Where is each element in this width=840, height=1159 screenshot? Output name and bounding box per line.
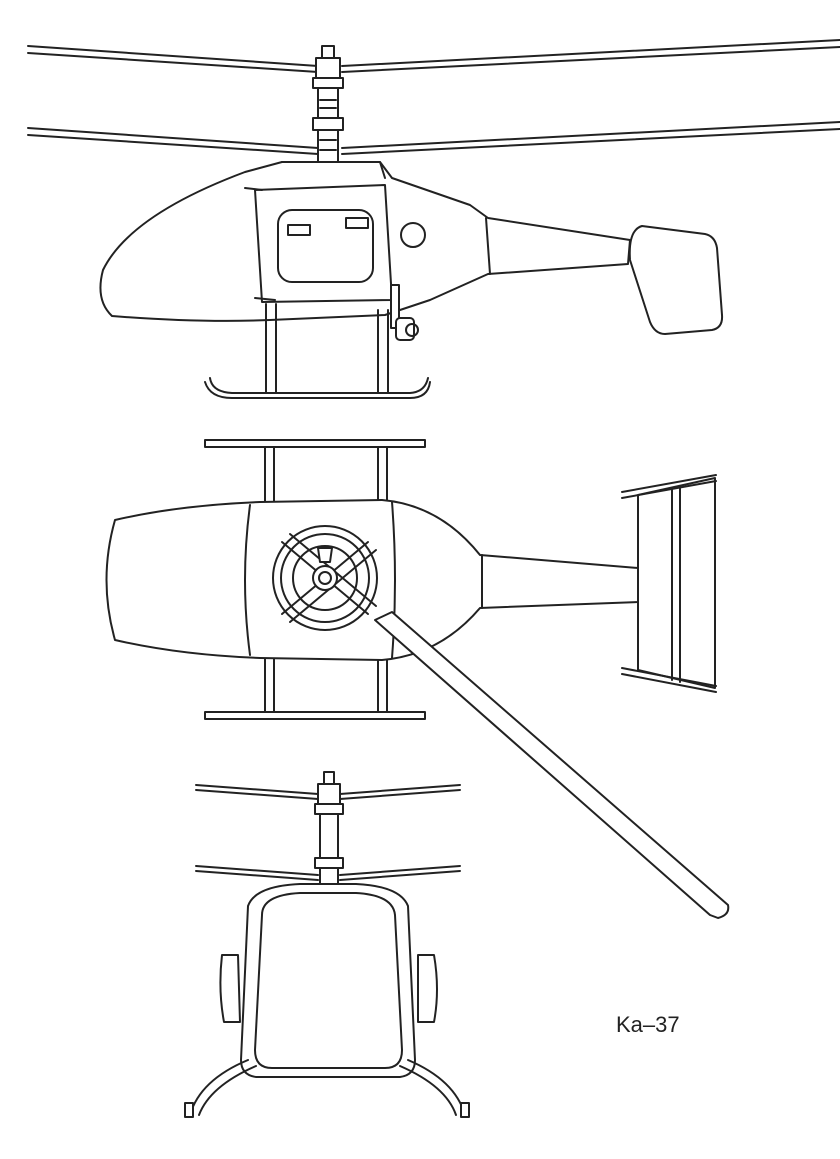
side-landing-gear: [204, 284, 431, 399]
side-tail-fin: [628, 225, 724, 335]
side-lower-rotor: [27, 121, 840, 155]
aircraft-designation-label: Ka–37: [616, 1012, 680, 1037]
front-rotor-mast: [314, 771, 344, 887]
top-view: [105, 439, 730, 919]
front-rotors: [195, 784, 461, 881]
front-skids: [184, 1059, 470, 1118]
side-view: [27, 39, 840, 399]
top-fuselage: [105, 499, 639, 661]
front-side-panels: [219, 954, 438, 1023]
top-tailplane: [621, 474, 717, 693]
side-fuselage: [99, 161, 631, 322]
side-upper-rotor: [27, 39, 840, 73]
top-rotor-hub: [272, 525, 378, 631]
front-cabin: [240, 883, 416, 1078]
side-rotor-mast: [312, 45, 344, 163]
top-landing-gear: [204, 439, 426, 720]
front-view: [184, 771, 470, 1118]
top-rotor-blade: [374, 611, 730, 919]
